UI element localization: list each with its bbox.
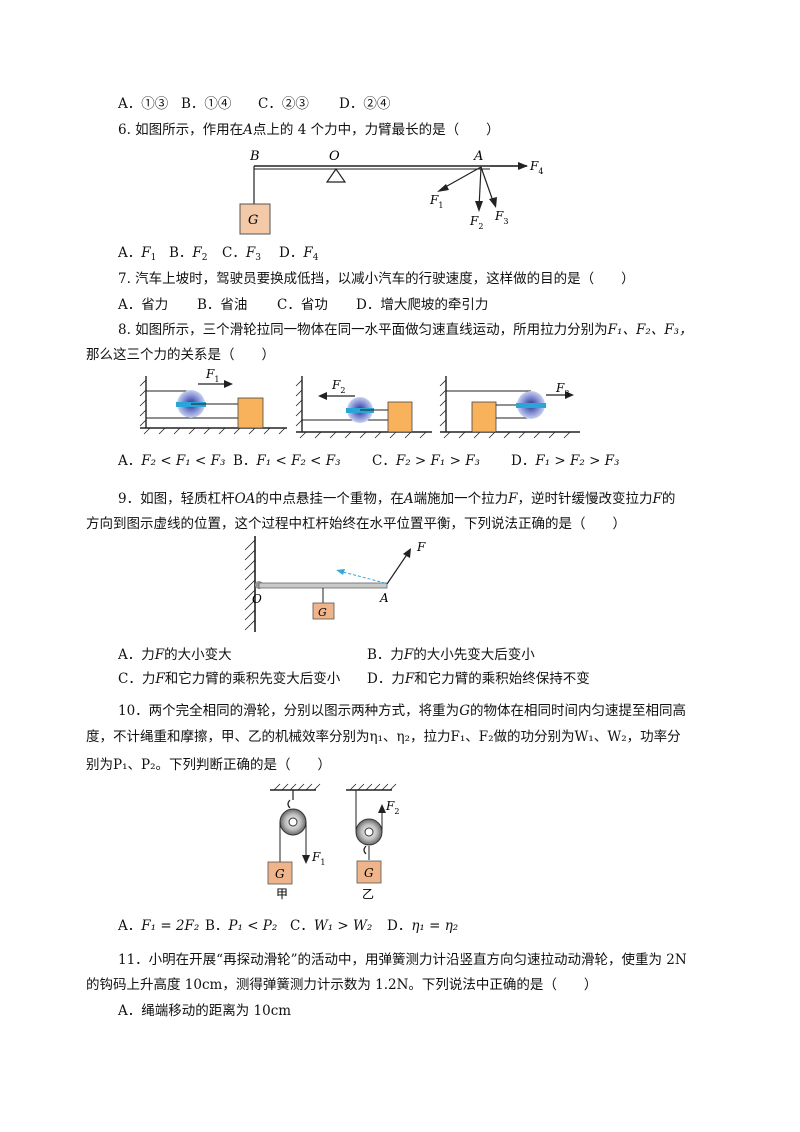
- q8-stem-forces: F₁、F₂、F₃，: [607, 322, 693, 338]
- q6-label-f2: F2: [469, 214, 483, 231]
- q9-label-o: O: [252, 592, 262, 606]
- q6-label-o: O: [329, 149, 340, 164]
- q6-stem: 6. 如图所示，作用在A点上的 4 个力中，力臂最长的是（ ）: [118, 121, 500, 139]
- q10-option-a: A．F₁ = 2F₂: [118, 918, 200, 934]
- q6-label-f4: F4: [529, 159, 543, 176]
- q10-label-f1: F1: [311, 850, 325, 867]
- q10-stem-line3: 别为P₁、P₂。下列判断正确的是（ ）: [86, 757, 331, 773]
- q6-label-a: A: [473, 149, 483, 164]
- q10-label-f2: F2: [385, 799, 399, 816]
- q9-label-a: A: [379, 591, 389, 605]
- q9-option-b: B．力F的大小先变大后变小: [367, 647, 535, 663]
- q6-label-f3: F3: [494, 209, 508, 226]
- q8-label-f2: F2: [331, 378, 345, 395]
- q8-option-b: B．F₁ < F₂ < F₃: [233, 453, 341, 469]
- q9-option-c: C．力F和它力臂的乘积先变大后变小: [118, 671, 341, 687]
- q10-stem-line1: 10．两个完全相同的滑轮，分别以图示两种方式，将重为G的物体在相同时间内匀速提至…: [118, 703, 686, 719]
- q10-label-g-yi: G: [364, 866, 374, 880]
- q8-figure-3: F3: [439, 376, 580, 439]
- q8-figure-2: F2: [295, 376, 432, 439]
- q8-option-a: A．F₂ < F₁ < F₃: [118, 453, 226, 469]
- q8-label-f1: F1: [205, 367, 219, 384]
- q6-stem-text: 6. 如图所示，作用在: [118, 122, 244, 138]
- q9-label-g: G: [318, 606, 327, 619]
- q6-stem-tail: 点上的 4 个力中，力臂最长的是（ ）: [252, 122, 500, 138]
- q10-label-jia: 甲: [276, 887, 288, 901]
- q8-label-f3: F3: [555, 381, 569, 398]
- q7-option-c: C．省功: [277, 297, 328, 313]
- q10-label-yi: 乙: [362, 887, 374, 901]
- q9-label-f: F: [416, 540, 426, 554]
- q11-stem-line2: 的钩码上升高度 10cm，测得弹簧测力计示数为 1.2N。下列说法中正确的是（ …: [86, 977, 598, 993]
- q10-option-b: B．P₁ < P₂: [205, 918, 278, 934]
- q9-option-a: A．力F的大小变大: [118, 647, 232, 663]
- q11-option-a: A．绳端移动的距离为 10cm: [118, 1003, 292, 1019]
- q8-option-c: C．F₂ > F₁ > F₃: [372, 453, 480, 469]
- q5-option-b: B．①④: [181, 96, 232, 112]
- q5-option-a: A．①③: [118, 96, 169, 112]
- q6-option-b: B．F2: [169, 245, 208, 263]
- q6-label-b: B: [249, 149, 260, 164]
- q6-stem-point: A: [243, 122, 253, 138]
- q11-stem-line1: 11．小明在开展“再探动滑轮”的活动中，用弹簧测力计沿竖直方向匀速拉动动滑轮，使…: [118, 952, 687, 968]
- q8-stem-line1: 8. 如图所示，三个滑轮拉同一物体在同一水平面做匀速直线运动，所用拉力分别为F₁…: [118, 321, 693, 339]
- q5-option-c: C．②③: [258, 96, 309, 112]
- q10-stem-line2: 度，不计绳重和摩擦，甲、乙的机械效率分别为η₁、η₂，拉力F₁、F₂做的功分别为…: [86, 729, 681, 745]
- q7-option-a: A．省力: [118, 297, 169, 313]
- q8-figure-1: F1: [139, 367, 287, 435]
- q6-label-f1: F1: [429, 193, 443, 210]
- q10-label-g-jia: G: [275, 867, 285, 881]
- q7-option-d: D．增大爬坡的牵引力: [356, 297, 489, 313]
- q6-option-c: C．F3: [222, 245, 261, 263]
- q9-option-d: D．力F和它力臂的乘积始终保持不变: [367, 671, 590, 687]
- q6-label-g: G: [248, 213, 258, 228]
- q10-figure-yi: G F2 乙: [346, 783, 399, 901]
- q8-stem-text: 8. 如图所示，三个滑轮拉同一物体在同一水平面做匀速直线运动，所用拉力分别为: [118, 322, 608, 338]
- q9-stem-line2: 方向到图示虚线的位置，这个过程中杠杆始终在水平位置平衡，下列说法正确的是（ ）: [86, 516, 626, 532]
- q8-option-d: D．F₁ > F₂ > F₃: [511, 453, 620, 469]
- q9-stem-line1: 9．如图，轻质杠杆OA的中点悬挂一个重物，在A端施加一个拉力F，逆时针缓慢改变拉…: [118, 491, 676, 507]
- q6-option-d: D．F4: [279, 245, 319, 263]
- q6-option-a: A．F1: [118, 245, 157, 263]
- q7-option-b: B．省油: [197, 297, 248, 313]
- q5-option-d: D．②④: [339, 96, 391, 112]
- q10-option-c: C．W₁ > W₂: [290, 918, 373, 934]
- q8-stem-line2: 那么这三个力的关系是（ ）: [86, 347, 275, 363]
- q7-stem: 7. 汽车上坡时，驾驶员要换成低挡，以减小汽车的行驶速度，这样做的目的是（ ）: [118, 271, 635, 287]
- q10-figure-jia: G F1 甲: [267, 783, 325, 901]
- q10-option-d: D．η₁ = η₂: [387, 918, 459, 934]
